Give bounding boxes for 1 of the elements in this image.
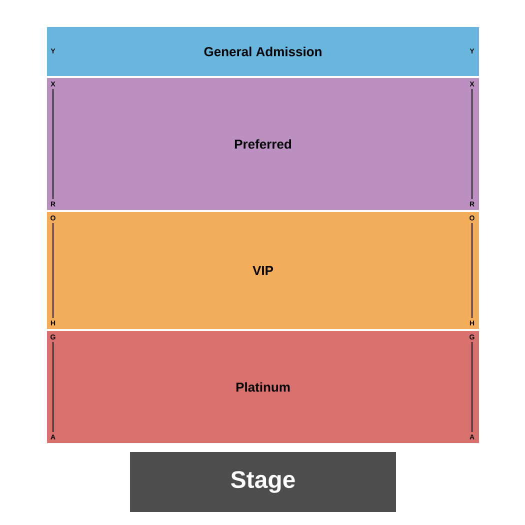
stage: Stage — [130, 452, 396, 512]
